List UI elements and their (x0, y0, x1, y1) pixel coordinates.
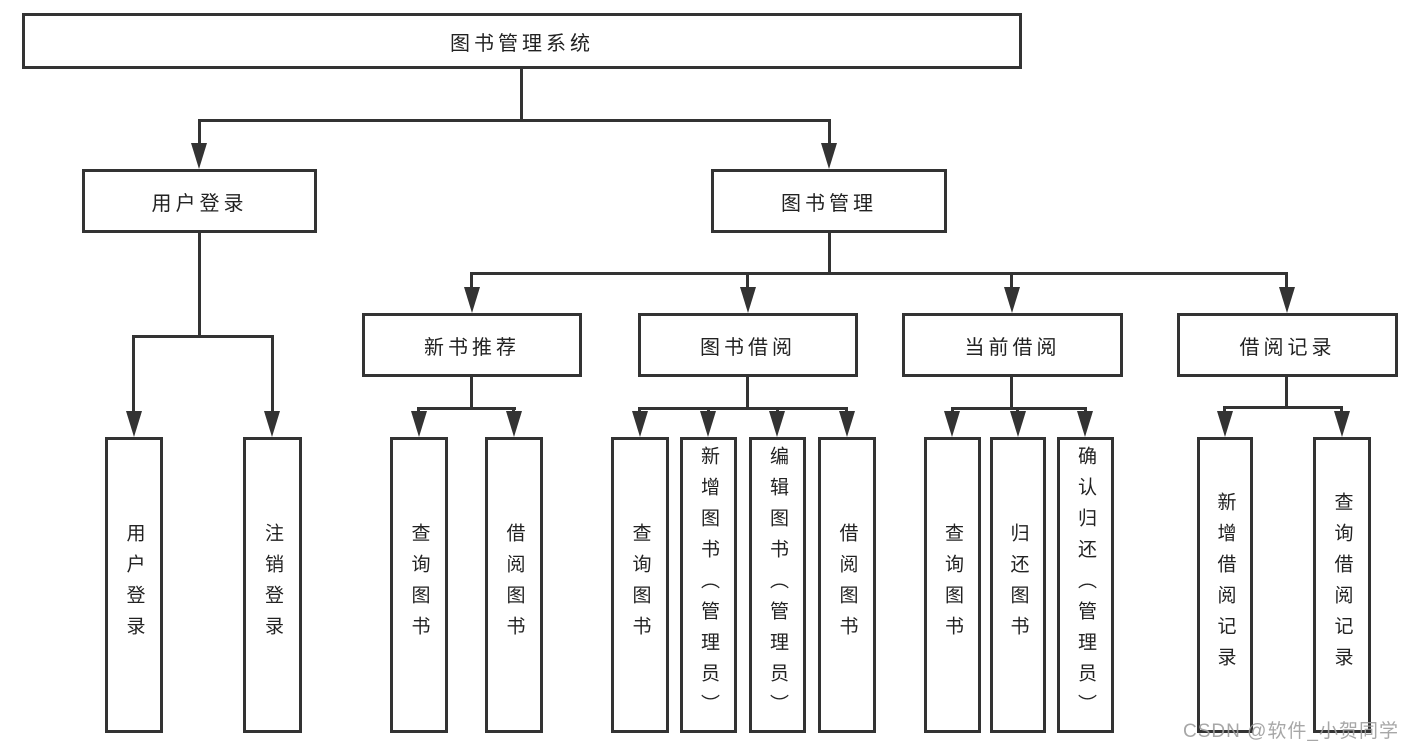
watermark: CSDN @软件_小贺同学 (1183, 721, 1399, 742)
arrowhead-leaf-logout (264, 411, 280, 437)
leaf-return-book: 归还图书 (990, 437, 1046, 733)
connector-drop-user-login (198, 119, 201, 151)
connector-level2-rail (198, 119, 831, 122)
connector-drop-borrow-records (1285, 272, 1288, 292)
arrowhead (700, 411, 716, 437)
arrowhead-borrow-records (1279, 287, 1295, 313)
connector-new-book-stem (470, 377, 473, 410)
arrowhead (769, 411, 785, 437)
leaf-query-book-borrow: 查询图书 (611, 437, 669, 733)
connector-new-book-rail (417, 407, 516, 410)
node-book-borrow-label: 图书借阅 (700, 336, 796, 359)
leaf-query-book-current: 查询图书 (924, 437, 981, 733)
connector-user-login-rail (132, 335, 274, 338)
arrowhead (1334, 411, 1350, 437)
node-user-login: 用户登录 (82, 169, 317, 233)
leaf-logout-login: 注销登录 (243, 437, 302, 733)
leaf-add-book-admin-label: 新增图书（管理员） (698, 445, 719, 725)
leaf-add-borrow-record: 新增借阅记录 (1197, 437, 1253, 733)
arrowhead-leaf-login (126, 411, 142, 437)
arrowhead (944, 411, 960, 437)
node-current-borrow-label: 当前借阅 (964, 336, 1061, 359)
node-book-management-label: 图书管理 (781, 192, 877, 215)
arrowhead (1010, 411, 1026, 437)
arrowhead-new-book (464, 287, 480, 313)
leaf-edit-book-admin-label: 编辑图书（管理员） (767, 445, 788, 725)
connector-drop-leaf-logout (271, 335, 274, 415)
leaf-edit-book-admin: 编辑图书（管理员） (749, 437, 806, 733)
leaf-user-login: 用户登录 (105, 437, 163, 733)
leaf-query-book-borrow-label: 查询图书 (629, 523, 651, 647)
node-root: 图书管理系统 (22, 13, 1022, 69)
leaf-borrow-book-recommend-label: 借阅图书 (503, 523, 525, 647)
connector-current-borrow-rail (951, 407, 1087, 410)
leaf-query-borrow-record: 查询借阅记录 (1313, 437, 1371, 733)
connector-drop-book-borrow (746, 272, 749, 292)
connector-drop-leaf-login (132, 335, 135, 415)
connector-current-borrow-stem (1010, 377, 1013, 410)
leaf-borrow-book-label: 借阅图书 (836, 523, 858, 647)
arrowhead-book-borrow (740, 287, 756, 313)
arrowhead (1217, 411, 1233, 437)
node-root-label: 图书管理系统 (450, 32, 594, 55)
arrowhead-book-management (821, 143, 837, 169)
node-current-borrow: 当前借阅 (902, 313, 1123, 377)
node-user-login-label: 用户登录 (151, 192, 248, 215)
connector-root-stem (520, 69, 523, 122)
connector-drop-current-borrow (1010, 272, 1013, 292)
connector-user-login-stem (198, 233, 201, 337)
node-new-book-recommend-label: 新书推荐 (424, 336, 520, 359)
leaf-confirm-return-admin-label: 确认归还（管理员） (1075, 445, 1096, 725)
arrowhead (411, 411, 427, 437)
arrowhead-current-borrow (1004, 287, 1020, 313)
leaf-confirm-return-admin: 确认归还（管理员） (1057, 437, 1114, 733)
node-borrow-records-label: 借阅记录 (1239, 336, 1336, 359)
connector-book-borrow-stem (746, 377, 749, 410)
arrowhead (506, 411, 522, 437)
leaf-borrow-book: 借阅图书 (818, 437, 876, 733)
leaf-query-borrow-record-label: 查询借阅记录 (1331, 492, 1353, 678)
node-book-borrow: 图书借阅 (638, 313, 858, 377)
arrowhead (839, 411, 855, 437)
arrowhead (632, 411, 648, 437)
leaf-query-book-current-label: 查询图书 (942, 523, 963, 647)
node-book-management: 图书管理 (711, 169, 947, 233)
leaf-borrow-book-recommend: 借阅图书 (485, 437, 543, 733)
node-borrow-records: 借阅记录 (1177, 313, 1398, 377)
connector-drop-book-management (828, 119, 831, 151)
leaf-add-book-admin: 新增图书（管理员） (680, 437, 737, 733)
connector-borrow-records-rail (1223, 406, 1343, 409)
leaf-logout-login-label: 注销登录 (262, 523, 283, 647)
leaf-return-book-label: 归还图书 (1007, 523, 1029, 647)
connector-borrow-records-stem (1285, 377, 1288, 409)
leaf-query-book-recommend: 查询图书 (390, 437, 448, 733)
leaf-query-book-recommend-label: 查询图书 (408, 523, 430, 647)
connector-drop-new-book (470, 272, 473, 292)
connector-book-management-stem (828, 233, 831, 274)
connector-level3-rail (470, 272, 1288, 275)
arrowhead (1077, 411, 1093, 437)
leaf-add-borrow-record-label: 新增借阅记录 (1214, 492, 1236, 678)
node-new-book-recommend: 新书推荐 (362, 313, 582, 377)
arrowhead-user-login (191, 143, 207, 169)
connector-book-borrow-rail (638, 407, 848, 410)
leaf-user-login-label: 用户登录 (123, 523, 145, 647)
